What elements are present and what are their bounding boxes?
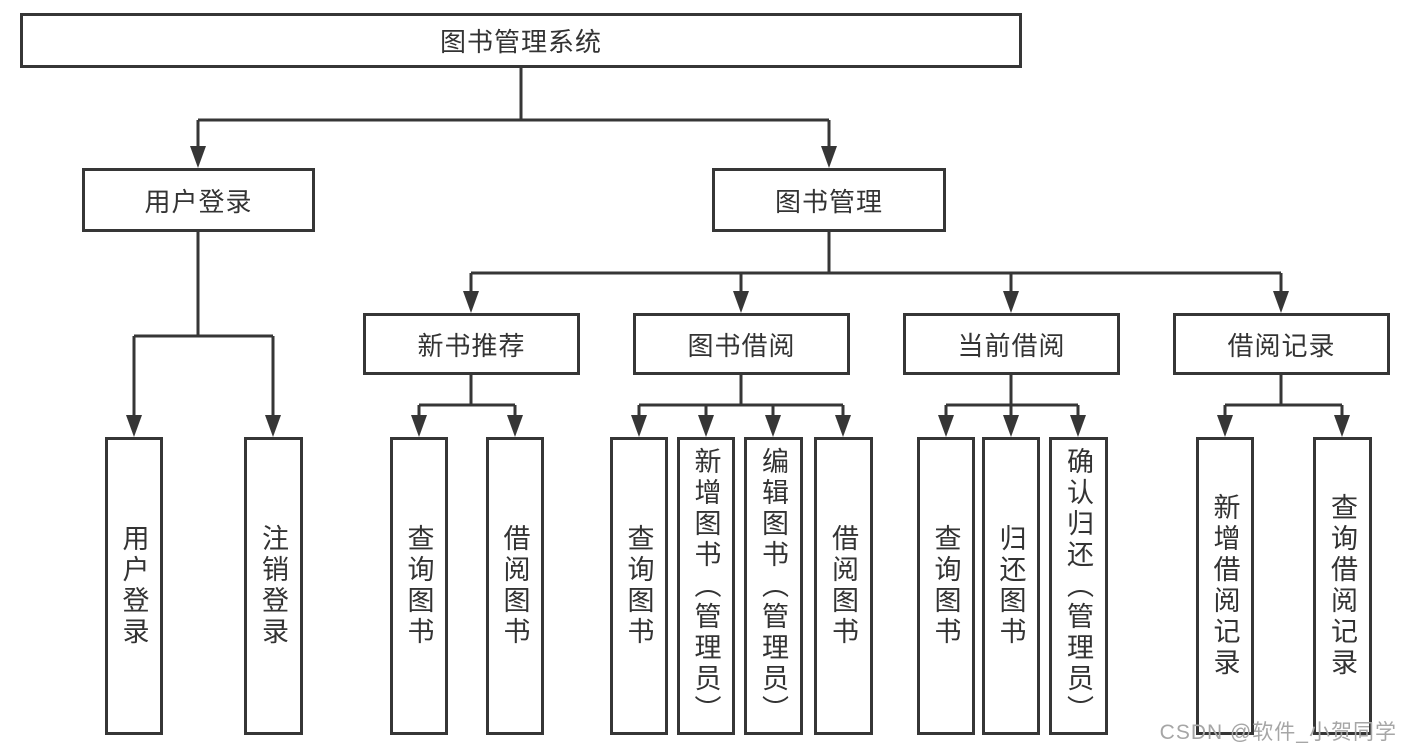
leaf-bb-edit-books-admin: 编辑图书（管理员） (744, 437, 803, 735)
leaf-cb-return-books: 归还图书 (982, 437, 1040, 735)
arrowhead (1003, 415, 1019, 437)
leaf-nbr-borrow-books: 借阅图书 (486, 437, 544, 735)
leaf-cb-confirm-return-admin: 确认归还（管理员） (1049, 437, 1108, 735)
leaf-bb-query-books: 查询图书 (610, 437, 668, 735)
arrowhead (126, 415, 142, 437)
arrowheads (126, 146, 1350, 437)
arrowhead (1334, 415, 1350, 437)
leaf-bb-add-books-admin: 新增图书（管理员） (677, 437, 735, 735)
leaf-br-add-record: 新增借阅记录 (1196, 437, 1254, 735)
leaf-nbr-query-books: 查询图书 (390, 437, 448, 735)
leaf-user-login: 用户登录 (105, 437, 163, 735)
arrowhead (938, 415, 954, 437)
arrowhead (1273, 291, 1289, 313)
node-book-management: 图书管理 (712, 168, 946, 232)
leaf-cb-query-books: 查询图书 (917, 437, 975, 735)
node-root: 图书管理系统 (20, 13, 1022, 68)
leaf-bb-borrow-books: 借阅图书 (814, 437, 873, 735)
node-new-book-recommend: 新书推荐 (363, 313, 580, 375)
arrowhead (1003, 291, 1019, 313)
arrowhead (463, 291, 479, 313)
arrowhead (733, 291, 749, 313)
connector-paths (132, 68, 1344, 421)
leaf-logout: 注销登录 (244, 437, 303, 735)
leaf-br-query-record: 查询借阅记录 (1313, 437, 1372, 735)
watermark: CSDN @软件_小贺同学 (1159, 721, 1397, 744)
arrowhead (835, 415, 851, 437)
arrowhead (631, 415, 647, 437)
arrowhead (821, 146, 837, 168)
arrowhead (765, 415, 781, 437)
node-current-borrowing: 当前借阅 (903, 313, 1120, 375)
arrowhead (190, 146, 206, 168)
arrowhead (1070, 415, 1086, 437)
arrowhead (698, 415, 714, 437)
node-book-borrowing: 图书借阅 (633, 313, 850, 375)
node-user-login: 用户登录 (82, 168, 315, 232)
arrowhead (411, 415, 427, 437)
node-borrow-records: 借阅记录 (1173, 313, 1390, 375)
arrowhead (265, 415, 281, 437)
arrowhead (507, 415, 523, 437)
arrowhead (1217, 415, 1233, 437)
